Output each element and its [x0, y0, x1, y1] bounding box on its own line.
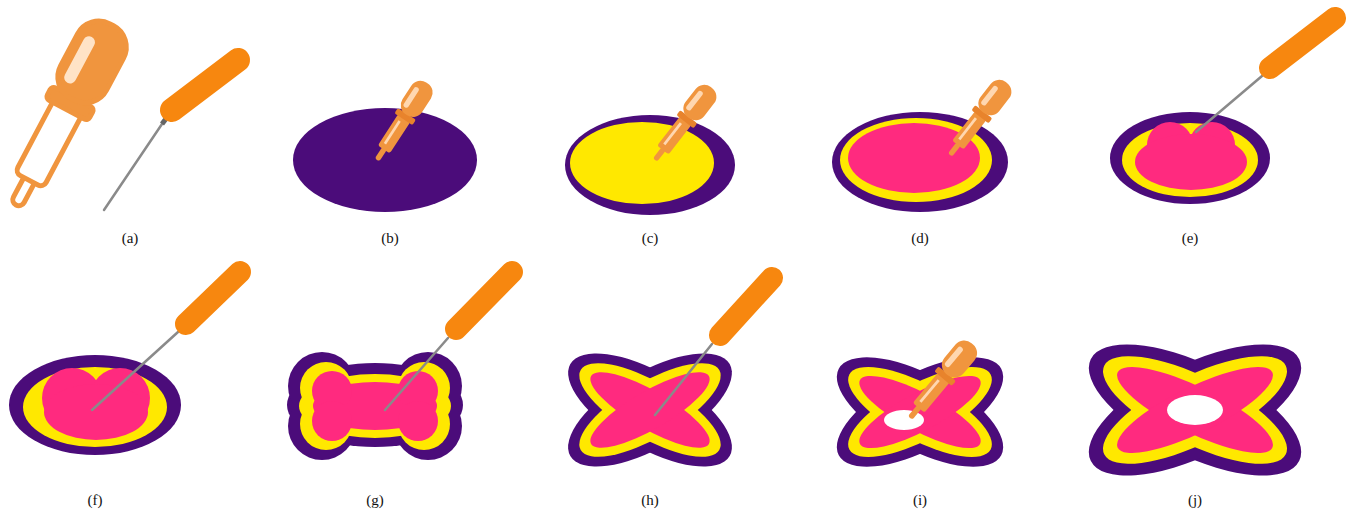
- panel-label: (g): [364, 492, 386, 509]
- panel-label: (i): [911, 492, 929, 509]
- panel-label: (h): [639, 492, 661, 509]
- panel-label: (c): [640, 230, 661, 247]
- panel-label: (b): [379, 230, 401, 247]
- panel-label: (j): [1186, 492, 1204, 509]
- panel-label: (e): [1180, 230, 1201, 247]
- panel-label: (a): [120, 230, 141, 247]
- panel-label: (f): [86, 492, 105, 509]
- panel-label: (d): [909, 230, 931, 247]
